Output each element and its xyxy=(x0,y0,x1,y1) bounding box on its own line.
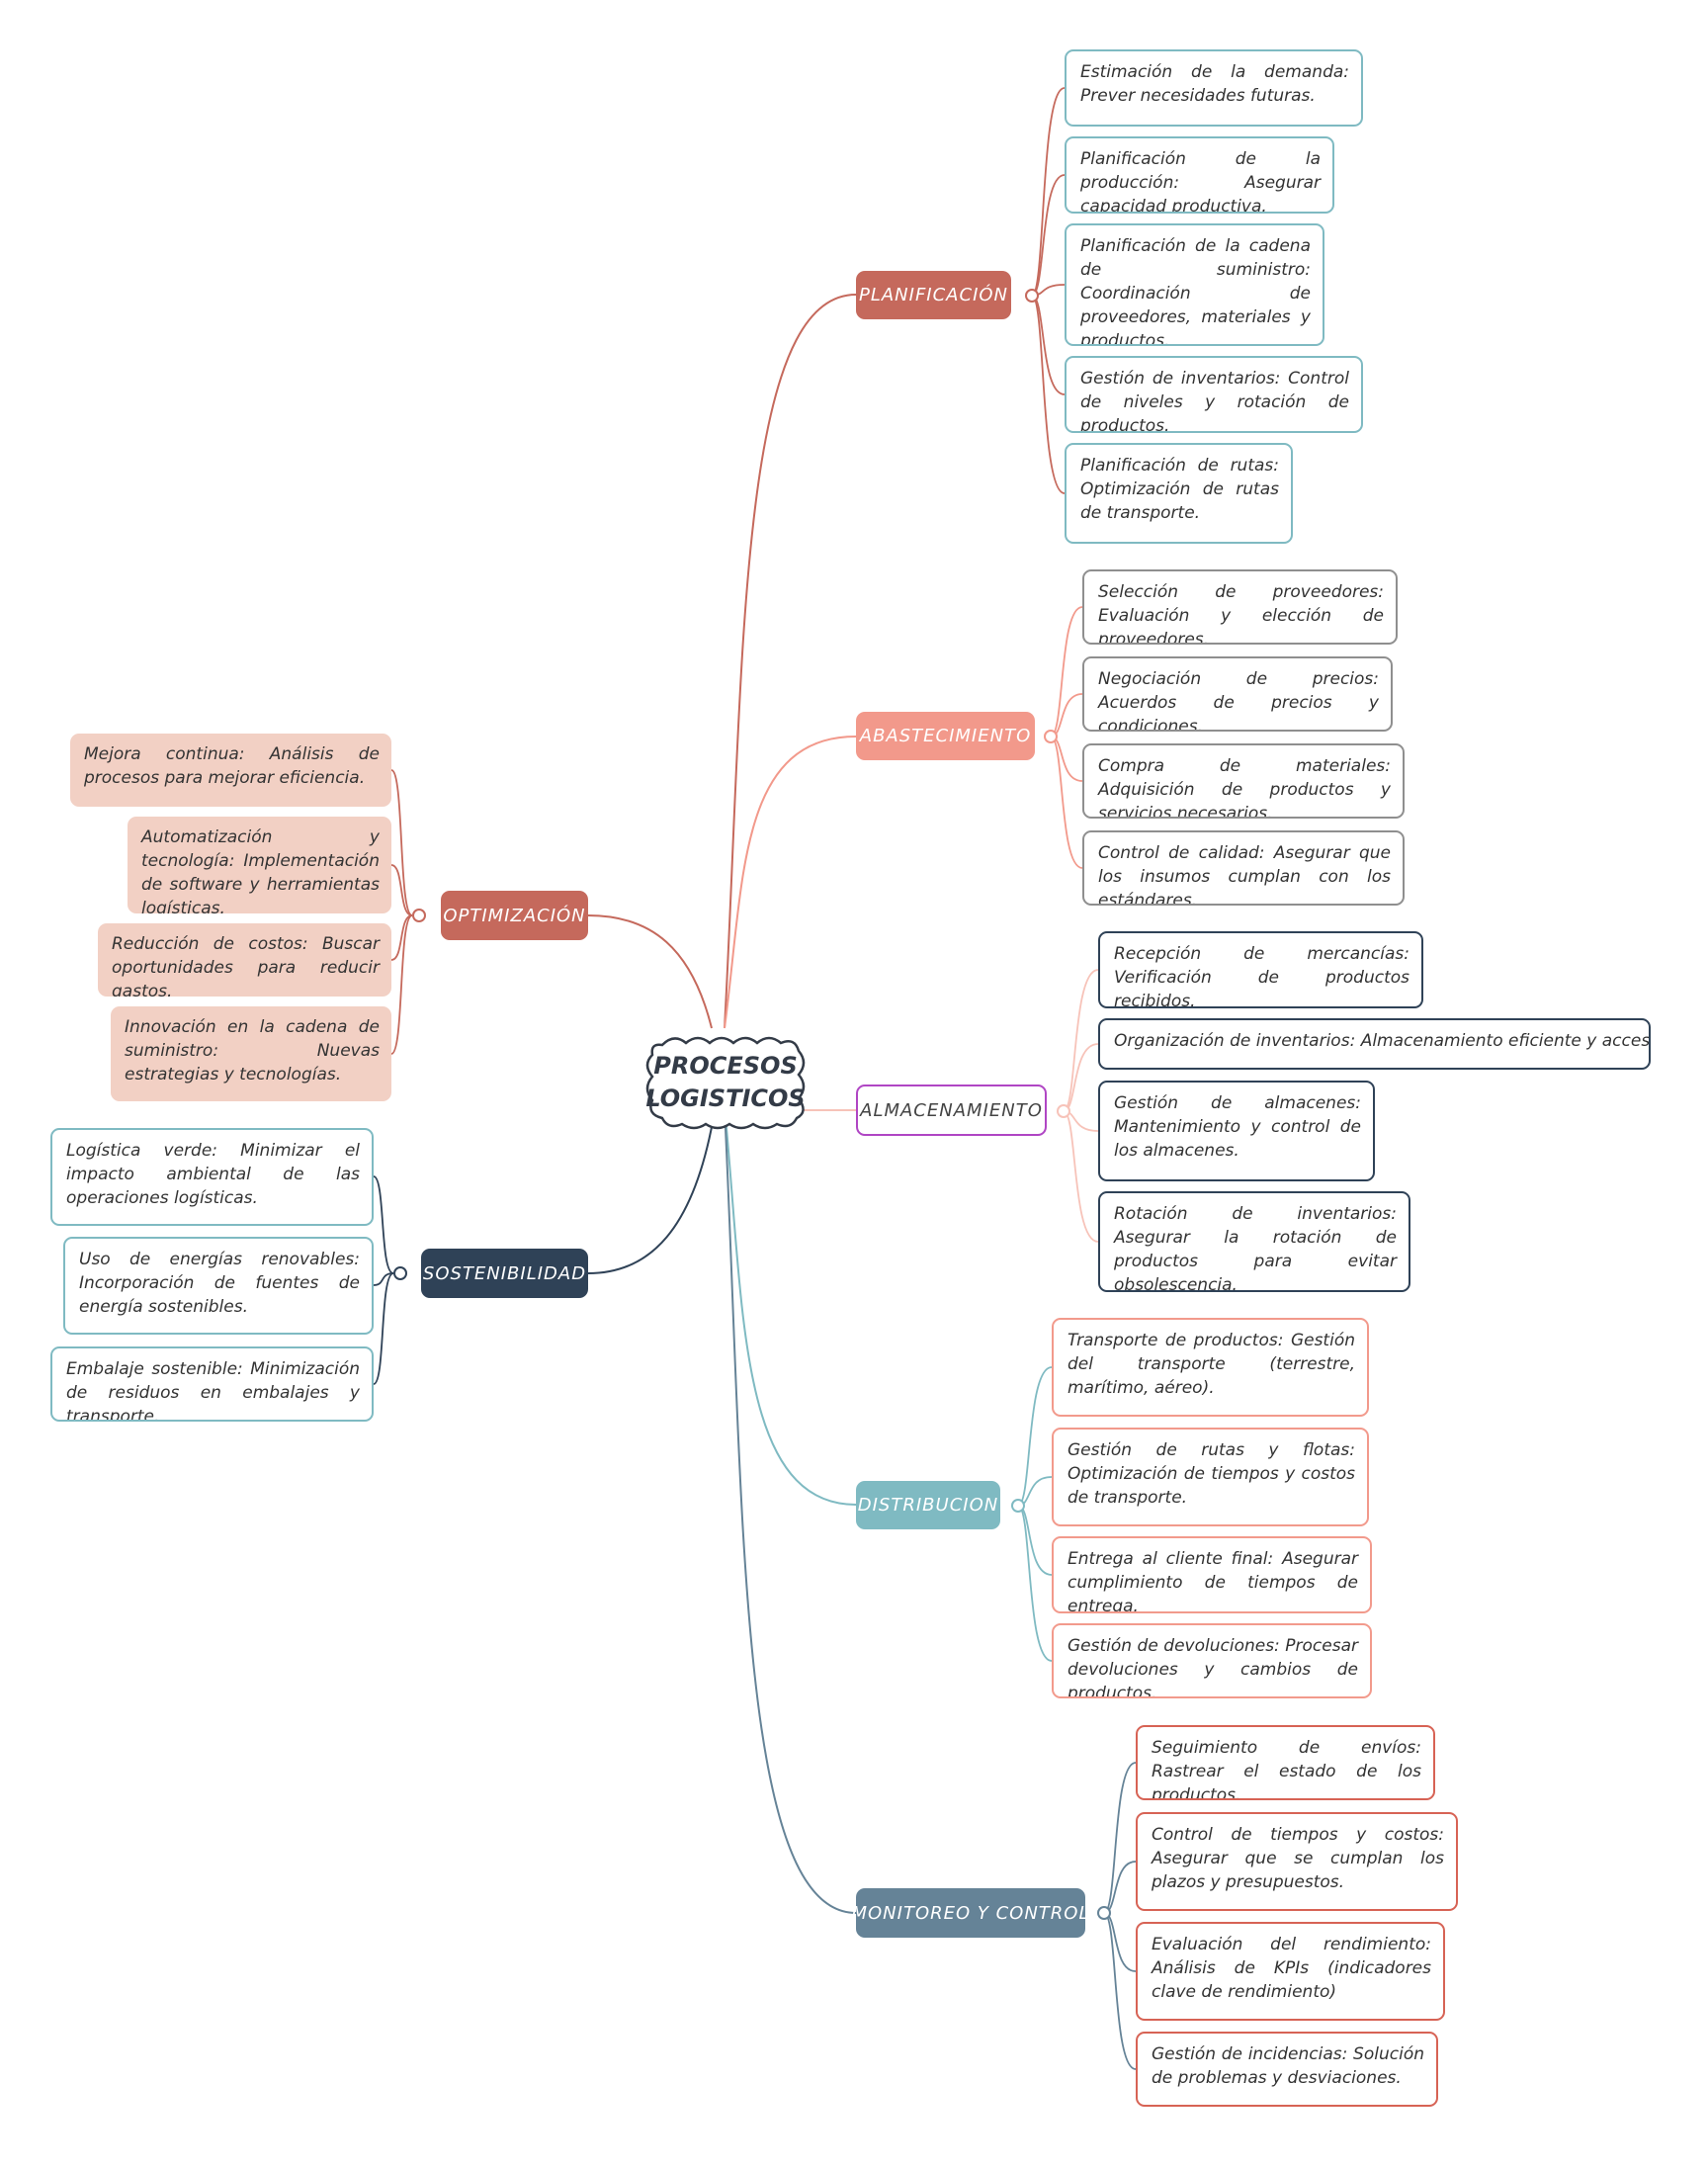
leaf-optimizacion-4[interactable]: Innovación en la cadena de suministro: N… xyxy=(111,1006,391,1101)
leaf-planificacion-5[interactable]: Planificación de rutas: Optimización de … xyxy=(1065,443,1293,544)
leaf-planificacion-1[interactable]: Estimación de la demanda: Prever necesid… xyxy=(1065,49,1363,127)
topic-planificacion[interactable]: PLANIFICACIÓN xyxy=(856,271,1011,319)
leaf-monitoreo-4[interactable]: Gestión de incidencias: Solución de prob… xyxy=(1136,2032,1438,2107)
leaf-sostenibilidad-2[interactable]: Uso de energías renovables: Incorporació… xyxy=(63,1237,374,1335)
leaf-distribucion-4[interactable]: Gestión de devoluciones: Procesar devolu… xyxy=(1052,1623,1372,1698)
branch-abastecimiento-1 xyxy=(1050,606,1083,737)
branch-monitoreo-4 xyxy=(1103,1912,1137,2070)
leaf-abastecimiento-3[interactable]: Compra de materiales: Adquisición de pro… xyxy=(1082,743,1405,819)
leaf-almacenamiento-3[interactable]: Gestión de almacenes: Mantenimiento y co… xyxy=(1098,1081,1375,1181)
collapse-toggle-monitoreo[interactable] xyxy=(1097,1906,1111,1920)
topic-distribucion[interactable]: DISTRIBUCION xyxy=(856,1481,1000,1529)
central-topic[interactable]: PROCESOS LOGISTICOS xyxy=(640,1031,811,1134)
leaf-monitoreo-2[interactable]: Control de tiempos y costos: Asegurar qu… xyxy=(1136,1812,1458,1911)
collapse-toggle-almacenamiento[interactable] xyxy=(1057,1104,1070,1118)
topic-monitoreo-y-control[interactable]: MONITOREO Y CONTROL xyxy=(851,1888,1089,1938)
leaf-optimizacion-2[interactable]: Automatización y tecnología: Implementac… xyxy=(128,817,391,913)
leaf-almacenamiento-4[interactable]: Rotación de inventarios: Asegurar la rot… xyxy=(1098,1191,1410,1292)
cloud-shape xyxy=(645,1036,806,1130)
topic-abastecimiento[interactable]: ABASTECIMIENTO xyxy=(856,712,1035,760)
topic-optimizacion[interactable]: OPTIMIZACIÓN xyxy=(441,891,588,940)
branch-optimizacion-4 xyxy=(390,914,413,1055)
leaf-planificacion-3[interactable]: Planificación de la cadena de suministro… xyxy=(1065,223,1324,346)
collapse-toggle-planificacion[interactable] xyxy=(1025,289,1039,303)
leaf-distribucion-2[interactable]: Gestión de rutas y flotas: Optimización … xyxy=(1052,1428,1369,1526)
branch-optimizacion-2 xyxy=(390,864,413,916)
central-topic-title: PROCESOS LOGISTICOS xyxy=(645,1052,806,1112)
collapse-toggle-abastecimiento[interactable] xyxy=(1044,730,1058,743)
leaf-monitoreo-1[interactable]: Seguimiento de envíos: Rastrear el estad… xyxy=(1136,1725,1435,1800)
branch-planificacion-2 xyxy=(1031,174,1066,297)
branch-optimizacion-1 xyxy=(390,769,413,916)
link-sostenibilidad xyxy=(587,1126,713,1274)
leaf-planificacion-4[interactable]: Gestión de inventarios: Control de nivel… xyxy=(1065,356,1363,433)
leaf-abastecimiento-1[interactable]: Selección de proveedores: Evaluación y e… xyxy=(1082,569,1398,645)
branch-sostenibilidad-3 xyxy=(373,1272,394,1385)
leaf-optimizacion-1[interactable]: Mejora continua: Análisis de procesos pa… xyxy=(70,734,391,807)
branch-planificacion-5 xyxy=(1031,295,1066,494)
leaf-planificacion-2[interactable]: Planificación de la producción: Asegurar… xyxy=(1065,136,1334,214)
leaf-distribucion-1[interactable]: Transporte de productos: Gestión del tra… xyxy=(1052,1318,1369,1417)
branch-sostenibilidad-2 xyxy=(373,1272,394,1286)
link-optimizacion xyxy=(587,914,713,1029)
collapse-toggle-optimizacion[interactable] xyxy=(412,909,426,922)
branch-optimizacion-3 xyxy=(390,914,413,961)
link-abastecimiento xyxy=(724,736,857,1029)
topic-sostenibilidad[interactable]: SOSTENIBILIDAD xyxy=(421,1249,588,1298)
link-monitoreo xyxy=(724,1106,857,1914)
leaf-optimizacion-3[interactable]: Reducción de costos: Buscar oportunidade… xyxy=(98,923,391,997)
link-distribucion xyxy=(724,1106,857,1506)
link-planificacion xyxy=(724,294,857,1029)
branch-sostenibilidad-1 xyxy=(373,1175,394,1274)
collapse-toggle-distribucion[interactable] xyxy=(1011,1499,1025,1513)
branch-monitoreo-1 xyxy=(1103,1762,1137,1914)
leaf-almacenamiento-1[interactable]: Recepción de mercancías: Verificación de… xyxy=(1098,931,1423,1008)
collapse-toggle-sostenibilidad[interactable] xyxy=(393,1266,407,1280)
leaf-abastecimiento-4[interactable]: Control de calidad: Asegurar que los ins… xyxy=(1082,830,1405,906)
leaf-distribucion-3[interactable]: Entrega al cliente final: Asegurar cumpl… xyxy=(1052,1536,1372,1613)
leaf-monitoreo-3[interactable]: Evaluación del rendimiento: Análisis de … xyxy=(1136,1922,1445,2021)
branch-planificacion-1 xyxy=(1031,87,1066,297)
leaf-sostenibilidad-3[interactable]: Embalaje sostenible: Minimización de res… xyxy=(50,1346,374,1422)
topic-almacenamiento[interactable]: ALMACENAMIENTO xyxy=(856,1084,1047,1136)
leaf-sostenibilidad-1[interactable]: Logística verde: Minimizar el impacto am… xyxy=(50,1128,374,1226)
branch-almacenamiento-1 xyxy=(1063,969,1099,1112)
leaf-abastecimiento-2[interactable]: Negociación de precios: Acuerdos de prec… xyxy=(1082,656,1393,732)
branch-abastecimiento-4 xyxy=(1050,736,1083,869)
branch-distribucion-4 xyxy=(1017,1505,1053,1662)
leaf-almacenamiento-2[interactable]: Organización de inventarios: Almacenamie… xyxy=(1098,1018,1651,1070)
